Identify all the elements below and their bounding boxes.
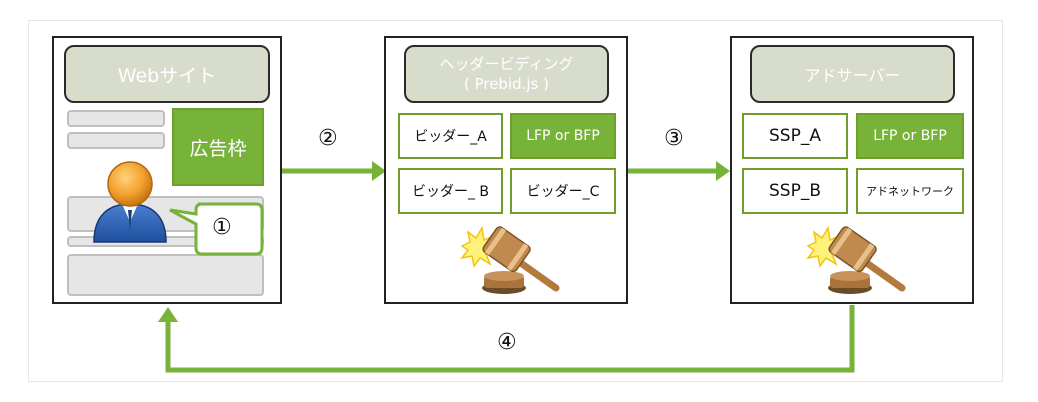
ssp-a-cell: SSP_A <box>742 113 848 159</box>
arrow-2 <box>282 161 386 181</box>
header-bidding-title-line2: ( Prebid.js ) <box>463 75 550 93</box>
bidder-b-label: ビッダー_ B <box>411 184 490 200</box>
header-bidding-title: ヘッダービディング ( Prebid.js ) <box>404 45 609 103</box>
lfp-bfp-label: LFP or BFP <box>526 128 600 144</box>
callout-bubble <box>169 202 264 256</box>
ssp-b-label: SSP_B <box>769 181 821 201</box>
diagram-frame <box>28 20 1003 382</box>
header-bidding-title-line1: ヘッダービディング <box>439 55 574 73</box>
arrow-4 <box>158 305 855 373</box>
header-bidding-panel: ヘッダービディング ( Prebid.js ) ビッダー_A LFP or BF… <box>384 36 628 304</box>
user-icon <box>93 161 167 243</box>
placeholder-bar <box>67 110 165 127</box>
arrow-3 <box>628 161 730 181</box>
placeholder-bar <box>67 132 165 149</box>
ad-server-title-text: アドサーバー <box>804 66 901 85</box>
bidder-a-label: ビッダー_A <box>414 129 487 145</box>
gavel-icon <box>806 225 906 294</box>
bidder-a-cell: ビッダー_A <box>398 113 503 159</box>
lfp-bfp-cell: LFP or BFP <box>856 113 964 159</box>
bidder-b-cell: ビッダー_ B <box>398 168 503 214</box>
step-2-label: ② <box>318 126 338 151</box>
step-3-label: ③ <box>664 126 684 151</box>
ad-network-cell: アドネットワーク <box>856 168 964 214</box>
placeholder-block <box>67 254 264 296</box>
bidder-c-label: ビッダー_C <box>526 184 600 200</box>
ssp-b-cell: SSP_B <box>742 168 848 214</box>
ad-server-panel: アドサーバー SSP_A LFP or BFP SSP_B アドネットワーク <box>730 36 974 304</box>
ad-slot-label: 広告枠 <box>189 137 247 160</box>
lfp-bfp-cell: LFP or BFP <box>510 113 616 159</box>
website-title-text: Webサイト <box>117 64 217 87</box>
gavel-icon <box>460 225 560 294</box>
website-panel: Webサイト 広告枠 ① <box>52 36 282 304</box>
ad-server-title: アドサーバー <box>750 45 955 103</box>
bidder-c-cell: ビッダー_C <box>510 168 616 214</box>
lfp-bfp-label: LFP or BFP <box>873 128 947 144</box>
ssp-a-label: SSP_A <box>769 126 821 146</box>
ad-network-label: アドネットワーク <box>866 185 954 198</box>
callout-label: ① <box>212 215 232 240</box>
ad-slot: 広告枠 <box>172 108 264 186</box>
step-4-label: ④ <box>497 330 517 355</box>
website-title: Webサイト <box>64 45 270 103</box>
